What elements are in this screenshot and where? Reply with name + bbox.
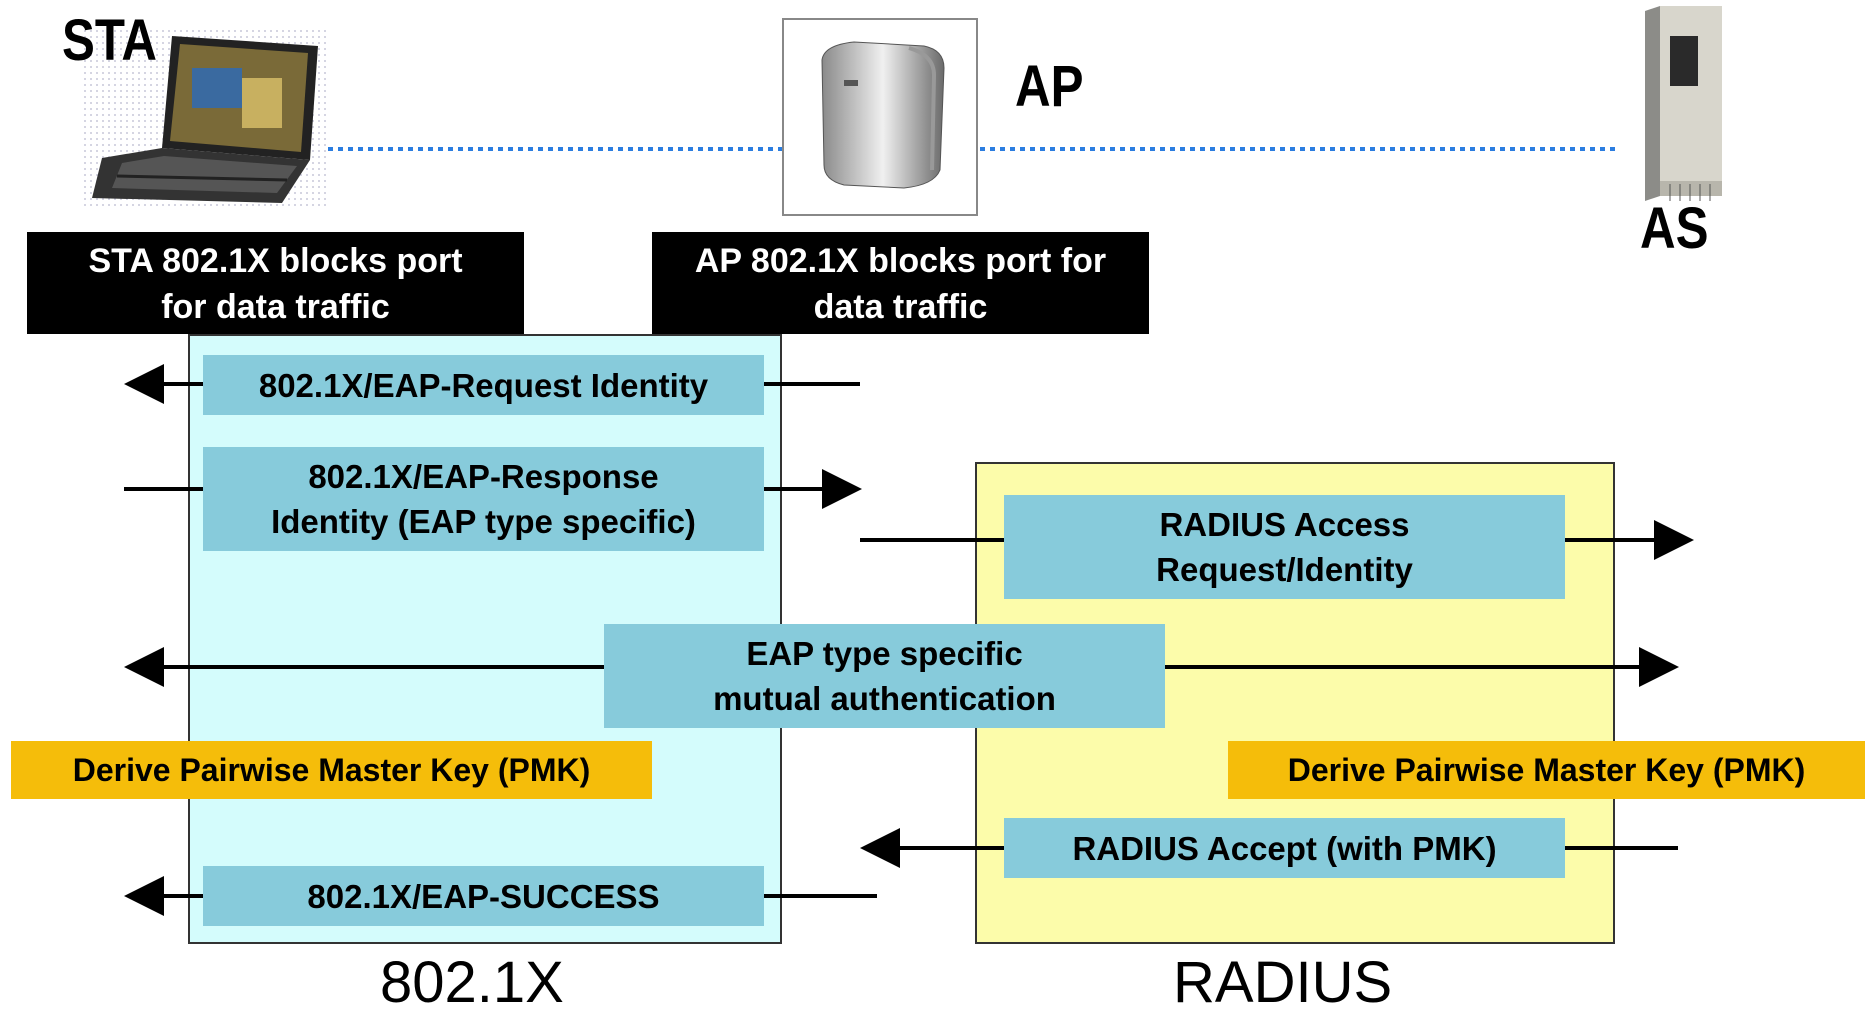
radius-access-request-line2: Request/Identity xyxy=(1156,551,1413,588)
ap-label: AP xyxy=(1015,54,1084,119)
radius-accept-text: RADIUS Accept (with PMK) xyxy=(1072,829,1497,867)
radius-access-request-line1: RADIUS Access xyxy=(1159,506,1410,543)
radius-accept-box: RADIUS Accept (with PMK) xyxy=(1004,818,1565,878)
derive-pmk-as-box: Derive Pairwise Master Key (PMK) xyxy=(1228,741,1865,799)
mutual-authentication-box: EAP type specific mutual authentication xyxy=(604,624,1165,728)
ap-port-block-box: AP 802.1X blocks port for data traffic xyxy=(652,232,1149,334)
server-icon xyxy=(1640,6,1740,206)
radius-access-request-box: RADIUS Access Request/Identity xyxy=(1004,495,1565,599)
derive-pmk-sta-text: Derive Pairwise Master Key (PMK) xyxy=(72,751,591,788)
protocol-label-radius: RADIUS xyxy=(1173,950,1393,1015)
ap-port-block-line2: data traffic xyxy=(813,288,988,326)
ap-port-block-line1: AP 802.1X blocks port for xyxy=(694,242,1107,280)
sta-port-block-line1: STA 802.1X blocks port xyxy=(88,242,463,280)
as-label: AS xyxy=(1640,196,1709,261)
eap-success-text: 802.1X/EAP-SUCCESS xyxy=(307,877,660,915)
mutual-authentication-line2: mutual authentication xyxy=(713,680,1056,717)
mutual-authentication-line1: EAP type specific xyxy=(746,635,1023,672)
laptop-icon xyxy=(82,28,327,208)
eap-request-identity-text: 802.1X/EAP-Request Identity xyxy=(258,366,709,404)
sta-port-block-line2: for data traffic xyxy=(161,288,390,326)
eap-response-identity-box: 802.1X/EAP-Response Identity (EAP type s… xyxy=(203,447,764,551)
eap-success-box: 802.1X/EAP-SUCCESS xyxy=(203,866,764,926)
sta-label: STA xyxy=(62,8,157,73)
derive-pmk-as-text: Derive Pairwise Master Key (PMK) xyxy=(1287,751,1806,788)
sta-port-block-box: STA 802.1X blocks port for data traffic xyxy=(27,232,524,334)
eap-response-identity-line1: 802.1X/EAP-Response xyxy=(308,458,659,495)
eap-response-identity-line2: Identity (EAP type specific) xyxy=(271,503,696,540)
protocol-label-8021x: 802.1X xyxy=(380,950,564,1015)
eap-request-identity-box: 802.1X/EAP-Request Identity xyxy=(203,355,764,415)
access-point-icon xyxy=(782,18,978,216)
derive-pmk-sta-box: Derive Pairwise Master Key (PMK) xyxy=(11,741,652,799)
